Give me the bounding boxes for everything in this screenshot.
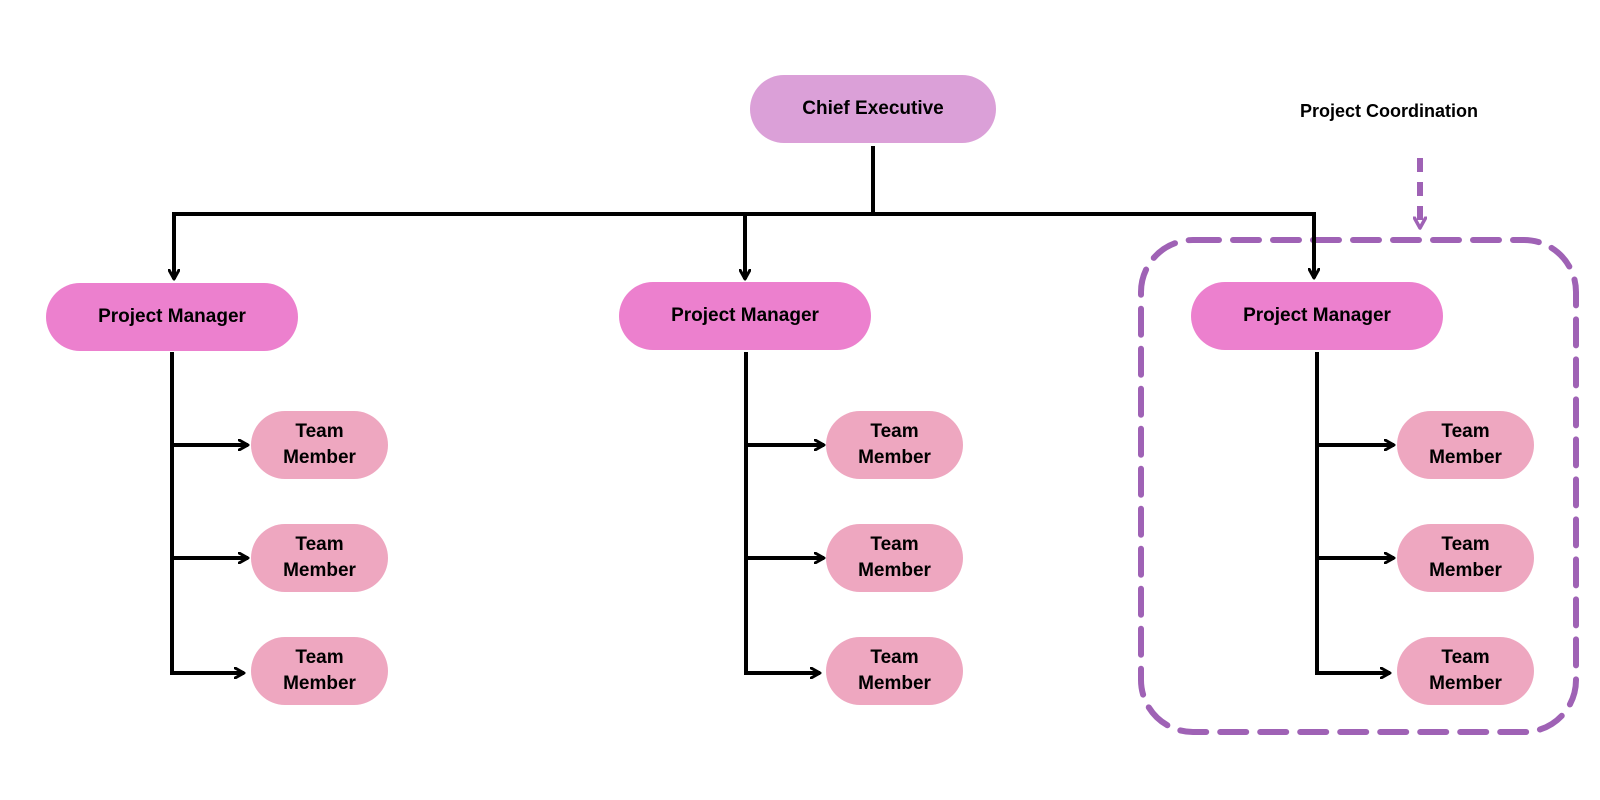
team-member-node[interactable]: Team Member	[1397, 411, 1534, 479]
team-member-label: Team Member	[283, 421, 356, 468]
team-member-label: Team Member	[1429, 534, 1502, 581]
team-member-label: Team Member	[1429, 647, 1502, 694]
project-manager-node-3[interactable]: Project Manager	[1191, 282, 1443, 350]
manager-3-member-trunk	[1315, 352, 1390, 673]
project-manager-label: Project Manager	[98, 306, 246, 327]
team-member-node[interactable]: Team Member	[1397, 524, 1534, 592]
chief-executive-node[interactable]: Chief Executive	[750, 75, 996, 143]
chief-executive-label: Chief Executive	[802, 98, 944, 119]
team-member-label: Team Member	[283, 534, 356, 581]
manager-1-member-trunk	[170, 352, 244, 673]
team-member-node[interactable]: Team Member	[826, 524, 963, 592]
team-member-label: Team Member	[858, 534, 931, 581]
team-member-node[interactable]: Team Member	[251, 524, 388, 592]
team-member-label: Team Member	[1429, 421, 1502, 468]
team-member-label: Team Member	[283, 647, 356, 694]
project-manager-label: Project Manager	[671, 305, 819, 326]
project-coordination-label: Project Coordination	[1300, 101, 1479, 121]
team-member-node[interactable]: Team Member	[1397, 637, 1534, 705]
team-member-node[interactable]: Team Member	[251, 637, 388, 705]
project-coordination-group-outline	[1138, 237, 1579, 735]
project-manager-node-2[interactable]: Project Manager	[619, 282, 871, 350]
team-member-label: Team Member	[858, 647, 931, 694]
manager-2-member-trunk	[744, 352, 820, 673]
team-member-node[interactable]: Team Member	[251, 411, 388, 479]
project-manager-node-1[interactable]: Project Manager	[46, 283, 298, 351]
team-member-node[interactable]: Team Member	[826, 637, 963, 705]
project-manager-label: Project Manager	[1243, 305, 1391, 326]
team-member-node[interactable]: Team Member	[826, 411, 963, 479]
team-member-label: Team Member	[858, 421, 931, 468]
